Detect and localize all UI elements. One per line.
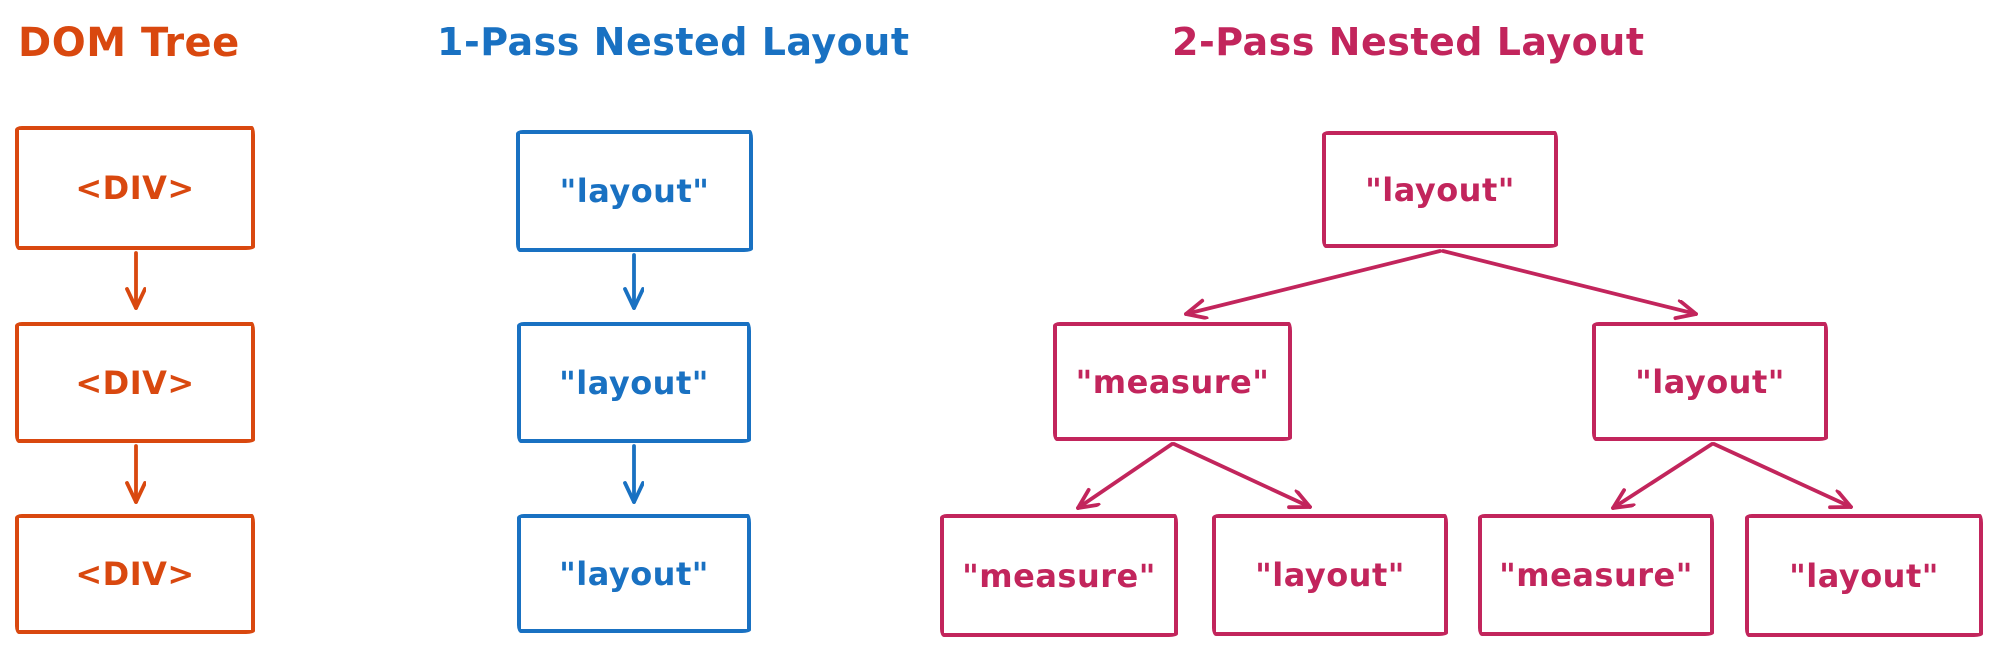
two-pass-root-node: "layout" — [1322, 131, 1558, 248]
one-pass-node-1: "layout" — [516, 130, 753, 252]
two-pass-title: 2-Pass Nested Layout — [1172, 20, 1645, 64]
dom-node-1-label: <DIV> — [75, 169, 195, 207]
two-pass-leaf-2-label: "layout" — [1255, 556, 1405, 594]
arrow-measure-to-leaf-1 — [1076, 442, 1174, 510]
dom-tree-title: DOM Tree — [18, 20, 240, 66]
one-pass-node-2-label: "layout" — [559, 363, 709, 402]
arrow-layout-to-leaf-4 — [1712, 442, 1853, 507]
two-pass-measure-node: "measure" — [1053, 322, 1292, 441]
arrow-measure-to-leaf-2 — [1172, 442, 1312, 507]
arrow-root-to-measure — [1184, 249, 1442, 314]
dom-node-2-label: <DIV> — [75, 363, 195, 402]
two-pass-leaf-1: "measure" — [940, 514, 1178, 637]
two-pass-leaf-1-label: "measure" — [962, 556, 1156, 595]
dom-node-3: <DIV> — [15, 514, 255, 634]
two-pass-layout-node: "layout" — [1592, 322, 1828, 441]
dom-node-2: <DIV> — [15, 322, 255, 443]
two-pass-leaf-4-label: "layout" — [1789, 556, 1939, 595]
two-pass-leaf-2: "layout" — [1212, 514, 1448, 636]
arrow-root-to-layout — [1441, 249, 1698, 314]
dom-node-3-label: <DIV> — [75, 555, 195, 593]
one-pass-node-1-label: "layout" — [559, 172, 710, 210]
one-pass-title: 1-Pass Nested Layout — [437, 20, 910, 64]
arrow-layout-to-leaf-3 — [1611, 442, 1714, 510]
two-pass-leaf-4: "layout" — [1745, 514, 1983, 637]
dom-node-1: <DIV> — [15, 126, 255, 250]
two-pass-leaf-3-label: "measure" — [1499, 556, 1693, 594]
two-pass-leaf-3: "measure" — [1478, 514, 1714, 636]
two-pass-measure-label: "measure" — [1075, 362, 1270, 401]
one-pass-node-3-label: "layout" — [559, 554, 709, 593]
one-pass-node-2: "layout" — [517, 322, 751, 443]
two-pass-root-label: "layout" — [1365, 170, 1515, 209]
two-pass-layout-label: "layout" — [1635, 362, 1785, 401]
one-pass-node-3: "layout" — [517, 514, 751, 633]
